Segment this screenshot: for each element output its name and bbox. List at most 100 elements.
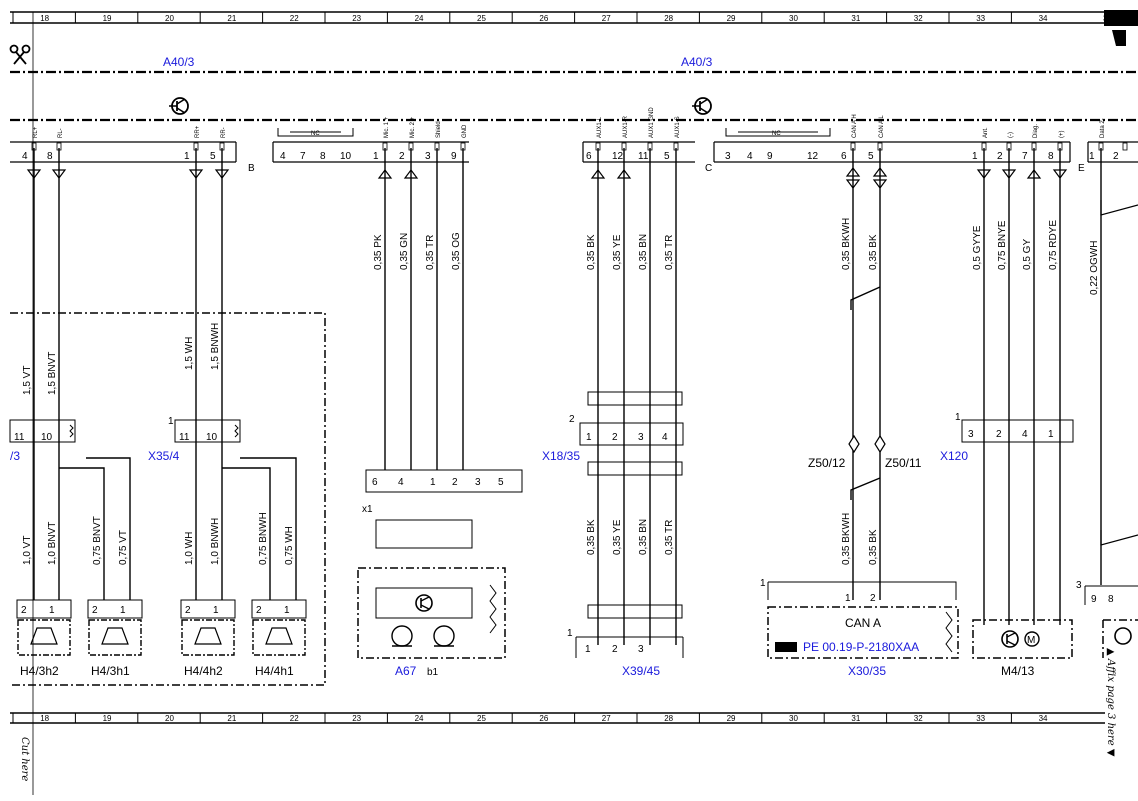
component-a67-label[interactable]: A67	[395, 664, 417, 678]
pin-number: 7	[1022, 151, 1028, 162]
connector-x35-4-label[interactable]: X35/4	[148, 449, 180, 463]
wire-label: 0,35 PK	[373, 234, 384, 270]
connector-letter: E	[1078, 163, 1085, 174]
wire-label: 0,75 BNYE	[997, 220, 1008, 270]
pin-number: 5	[210, 151, 216, 162]
pin-number: 11	[14, 432, 25, 443]
pin-number: 1	[430, 477, 436, 488]
ruler-number: 30	[789, 14, 798, 23]
ruler-number: 30	[789, 714, 798, 723]
connector-number: 1	[168, 416, 174, 427]
pin-name: RL+	[33, 126, 39, 138]
pin-name: RR-	[221, 127, 227, 138]
pin-number: 2	[21, 605, 27, 616]
wire-label: 0,35 YE	[612, 234, 623, 270]
can-a-module	[767, 581, 959, 659]
nc-bracket	[277, 128, 831, 137]
connector-x30-35-label[interactable]: X30/35	[848, 664, 886, 678]
ruler-number: 24	[415, 714, 424, 723]
ruler-number: 25	[477, 14, 486, 23]
wire-label: 0,75 BNWH	[258, 512, 269, 565]
pin-number: 4	[398, 477, 404, 488]
wire-label: 1,0 BNWH	[210, 518, 221, 565]
pin-number: 8	[1048, 151, 1054, 162]
transistor-icon	[415, 594, 433, 612]
pin-number: 5	[664, 151, 670, 162]
pin-name: (+)	[1059, 130, 1065, 138]
speaker-label: H4/3h2	[20, 664, 59, 678]
ruler-number: 26	[539, 714, 548, 723]
pin-number: 6	[372, 477, 378, 488]
component-b1-label: b1	[427, 667, 439, 678]
pin-number: 9	[451, 151, 457, 162]
connector-x39	[575, 604, 684, 658]
pin-number: 5	[498, 477, 504, 488]
speaker-cone	[194, 627, 222, 645]
speaker-label: H4/4h2	[184, 664, 223, 678]
connector-letter: C	[705, 163, 712, 174]
ruler-number: 19	[103, 714, 112, 723]
pin-number: 1	[120, 605, 126, 616]
harness-label[interactable]: A40/3	[163, 55, 195, 69]
wire-label: 0,22 OGWH	[1089, 241, 1100, 295]
connector-number: 1	[955, 412, 961, 423]
pin-number: 7	[300, 151, 306, 162]
wire-label: 0,35 GN	[399, 233, 410, 270]
wire-label: 0,35 BKWH	[841, 218, 852, 270]
wire-label: 0,35 BK	[586, 234, 597, 270]
page-tab-icon	[1112, 30, 1126, 46]
affix-page-text: ▲ Affix page 3 here ▼	[1105, 648, 1116, 757]
pin-number: 1	[213, 605, 219, 616]
harness-outline	[10, 70, 1138, 122]
wire-label: 0,75 WH	[284, 526, 295, 565]
connector-x18	[579, 391, 684, 476]
pin-number: 2	[996, 429, 1002, 440]
svg-text:M: M	[1027, 635, 1035, 646]
pin-number: 1	[284, 605, 290, 616]
can-a-title: CAN A	[845, 616, 881, 630]
ruler-number: 32	[914, 14, 923, 23]
speaker-icon	[88, 619, 142, 656]
twisted-pair-section	[848, 286, 886, 500]
connector-number: 3	[1076, 580, 1082, 591]
ruler-number: 31	[851, 714, 860, 723]
connector-letter: B	[248, 163, 255, 174]
pin-number: 4	[747, 151, 753, 162]
pin-number: 10	[206, 432, 218, 443]
connector-z50-12-label: Z50/12	[808, 456, 846, 470]
can-a-reference-link[interactable]: PE 00.19-P-2180XAA	[803, 640, 919, 654]
pin-number: 9	[767, 151, 773, 162]
pin-number: 8	[47, 151, 53, 162]
ruler-number: 27	[602, 14, 611, 23]
pin-number: 4	[1022, 429, 1028, 440]
pin-number: 10	[340, 151, 352, 162]
connector-x120-label[interactable]: X120	[940, 449, 968, 463]
cut-here-text: Cut here	[19, 737, 30, 781]
connector-x18-35-label[interactable]: X18/35	[542, 449, 580, 463]
harness-label[interactable]: A40/3	[681, 55, 713, 69]
pin-number: 3	[638, 644, 644, 655]
ruler-page-edge-number: 35	[1103, 14, 1112, 23]
wire-label: 0,35 BKWH	[841, 513, 852, 565]
pin-number: 2	[997, 151, 1003, 162]
connector-x39-45-label[interactable]: X39/45	[622, 664, 660, 678]
ruler-number: 26	[539, 14, 548, 23]
wire	[86, 457, 131, 600]
pin-name: Mic. 2 +	[410, 116, 416, 138]
wire-label: 0,35 BK	[868, 234, 879, 270]
pin-number: 1	[585, 644, 591, 655]
connector-x35-3-label[interactable]: /3	[10, 449, 20, 463]
pin-name: AUX1-S	[675, 116, 681, 138]
wire-label: 1,0 VT	[22, 536, 33, 565]
ruler-number: 20	[165, 14, 174, 23]
wire-label: 0,75 VT	[118, 530, 129, 565]
pin-number: 4	[662, 432, 668, 443]
ruler-number: 18	[40, 14, 49, 23]
wire-label: 1,0 BNVT	[47, 522, 58, 565]
nc-label: NC	[772, 131, 781, 137]
connector-x120	[961, 419, 1074, 443]
wire-label: 0,75 RDYE	[1048, 220, 1059, 270]
pin-name: Shield	[436, 121, 442, 138]
